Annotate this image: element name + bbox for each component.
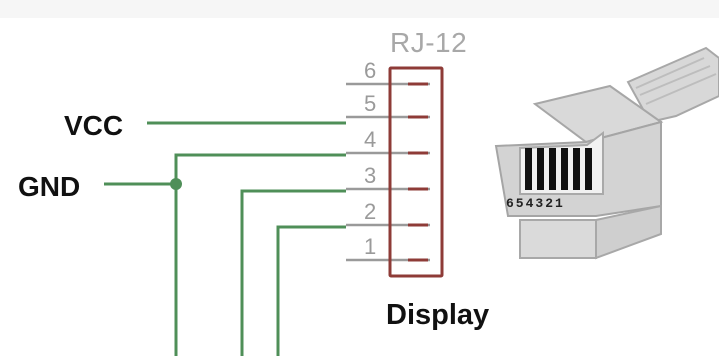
rj12-plug-illustration: 654321 (494, 46, 719, 260)
pin-number-2: 2 (364, 199, 376, 224)
connector-title: RJ-12 (390, 27, 467, 58)
jack-pin-numbers: 654321 (506, 196, 565, 211)
pin-3-green-wire (240, 189, 346, 356)
gnd-junction-dot (170, 178, 182, 190)
pin-marks (408, 82, 428, 262)
top-fade-band (0, 0, 719, 18)
contact-3 (561, 148, 568, 190)
pin-number-5: 5 (364, 91, 376, 116)
vcc-label: VCC (64, 110, 123, 141)
gnd-label: GND (18, 171, 80, 202)
plug-lower-side (595, 204, 662, 260)
pin-number-1: 1 (364, 234, 376, 259)
pin-number-3: 3 (364, 163, 376, 188)
contact-1 (585, 148, 592, 190)
pin-number-6: 6 (364, 58, 376, 83)
contact-2 (573, 148, 580, 190)
pin-2-green-wire (276, 225, 346, 356)
pin-number-4: 4 (364, 127, 376, 152)
pin-4-green-wire (174, 153, 346, 356)
plug-lower-tab (519, 219, 597, 259)
pin-numbers: 6 5 4 3 2 1 (364, 58, 376, 259)
contact-6 (525, 148, 532, 190)
plug-contacts (525, 148, 592, 190)
contact-5 (537, 148, 544, 190)
plug-cable-ribs (635, 57, 717, 105)
contact-4 (549, 148, 556, 190)
pin-wires (346, 82, 430, 262)
green-wiring (104, 121, 346, 356)
rj12-connector-body (388, 66, 444, 278)
display-label: Display (386, 299, 489, 331)
